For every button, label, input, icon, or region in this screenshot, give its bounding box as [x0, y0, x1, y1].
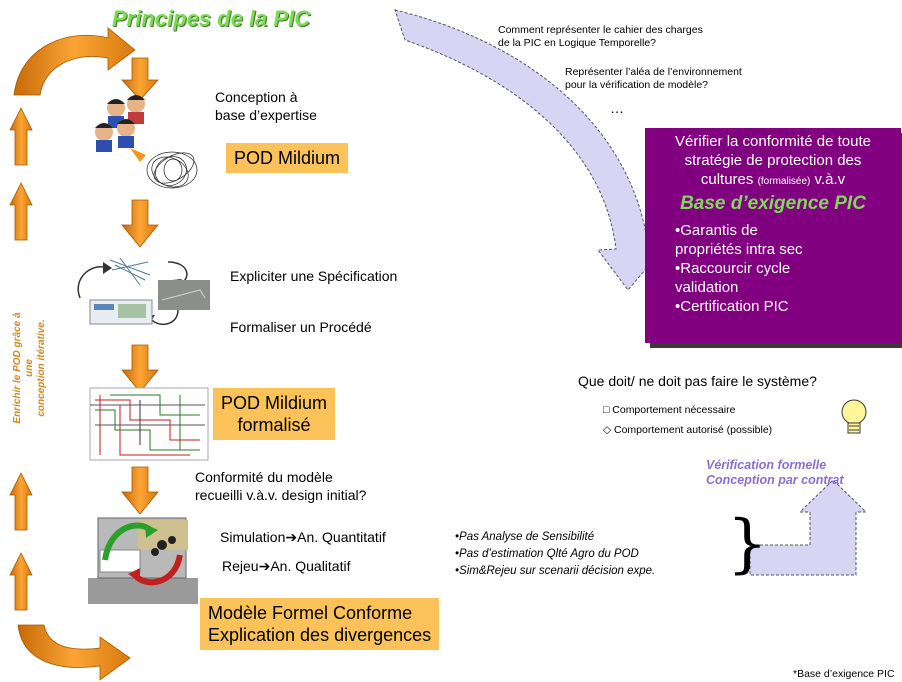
behaviour-necessary: □ Comportement nécessaire — [603, 404, 735, 417]
requirements-line3: cultures (formalisée) v.à.v — [645, 170, 901, 191]
curved-lavender-arrow — [394, 9, 670, 291]
bullet-item: •Certification PIC — [675, 298, 789, 315]
conformite-line2: recueilli v.à.v. design initial? — [195, 487, 367, 503]
verification-arrow — [749, 479, 868, 576]
verification-line2: Conception par contrat — [706, 473, 844, 487]
conformite-line1: Conformité du modèle — [195, 469, 333, 485]
expert-people-image — [95, 95, 146, 162]
verification-text: Vérification formelle Conception par con… — [706, 458, 844, 488]
analysis-bullet: •Pas Analyse de Sensibilité — [455, 531, 595, 543]
qualitatif-label: An. Qualitatif — [270, 558, 351, 574]
question-2: Représenter l’aléa de l’environnement po… — [565, 66, 742, 92]
bottom-curved-arrow — [17, 624, 131, 681]
side-label: Enrichir le POD grâce à une conception i… — [12, 308, 48, 428]
modele-conforme-box: Modèle Formel Conforme Explication des d… — [200, 598, 440, 650]
conforme-line2: Explication des divergences — [208, 625, 432, 645]
vav-text: v.à.v — [814, 171, 846, 188]
ellipsis: … — [610, 100, 624, 116]
formalisee-text: (formalisée) — [757, 176, 811, 187]
quantitatif-label: An. Quantitatif — [297, 529, 386, 545]
page-title: Principes de la PIC — [112, 6, 311, 31]
pod-formalise-line2: formalisé — [237, 415, 311, 435]
rejeu-text: Rejeu➔An. Qualitatif — [222, 557, 350, 575]
question-1-line2: de la PIC en Logique Temporelle? — [498, 37, 656, 49]
specification-images — [77, 257, 210, 326]
simulation-label: Simulation — [220, 529, 286, 545]
analysis-bullet: •Pas d’estimation Qlté Agro du POD — [455, 548, 639, 560]
formal-model-image — [89, 387, 209, 461]
curly-brace: } — [727, 507, 768, 581]
bullet-item: •Raccourcir cycle — [675, 260, 791, 277]
requirements-bullets: •Garantis de propriétés intra sec •Racco… — [675, 221, 901, 316]
analysis-bullet: •Sim&Rejeu sur scenarii décision expe. — [455, 565, 656, 577]
diamond-icon: ◇ — [603, 424, 612, 436]
analysis-bullets: •Pas Analyse de Sensibilité •Pas d’estim… — [455, 529, 655, 580]
question-1-line1: Comment représenter le cahier des charge… — [498, 24, 703, 36]
formaliser-text: Formaliser un Procédé — [230, 319, 372, 335]
right-arrow-icon: ➔ — [285, 529, 298, 545]
footnote: *Base d’exigence PIC — [793, 668, 895, 680]
simulation-image — [88, 517, 198, 604]
requirements-line1: Vérifier la conformité de toute — [675, 133, 871, 150]
square-icon: □ — [603, 404, 610, 416]
side-label-line2: conception itérative. — [36, 319, 47, 417]
bullet-item: •Garantis de — [675, 222, 758, 239]
conception-text: Conception à base d’expertise — [215, 88, 317, 124]
bullet-item: propriétés intra sec — [675, 241, 803, 258]
question-2-line2: pour la vérification de modèle? — [565, 79, 709, 91]
conception-line1: Conception à — [215, 89, 298, 105]
requirements-intro: Vérifier la conformité de toute stratégi… — [645, 132, 901, 191]
bullet-item: validation — [675, 279, 739, 296]
conception-line2: base d’expertise — [215, 107, 317, 123]
requirements-highlight: Base d’exigence PIC — [680, 193, 866, 214]
pod-mildium-box: POD Mildium — [226, 143, 349, 173]
requirements-line2: stratégie de protection des — [684, 152, 862, 169]
allowed-label: Comportement autorisé (possible) — [614, 424, 773, 436]
scribble-image — [146, 151, 198, 189]
expliciter-text: Expliciter une Spécification — [230, 268, 398, 284]
lightbulb-icon — [841, 399, 867, 434]
cultures-text: cultures — [700, 171, 754, 188]
conforme-line1: Modèle Formel Conforme — [208, 603, 413, 623]
top-curved-arrow — [13, 27, 136, 96]
question-2-line1: Représenter l’aléa de l’environnement — [565, 66, 742, 78]
conformite-text: Conformité du modèle recueilli v.à.v. de… — [195, 468, 366, 504]
question-1: Comment représenter le cahier des charge… — [498, 24, 703, 50]
down-arrows — [121, 57, 159, 515]
rejeu-label: Rejeu — [222, 558, 259, 574]
pod-formalise-line1: POD Mildium — [221, 393, 328, 413]
side-label-line1: Enrichir le POD grâce à une — [12, 312, 35, 424]
behaviour-allowed: ◇ Comportement autorisé (possible) — [603, 424, 772, 437]
simulation-text: Simulation➔An. Quantitatif — [220, 528, 386, 546]
left-up-arrows — [9, 107, 33, 611]
pod-formalise-box: POD Mildium formalisé — [213, 388, 336, 440]
verification-line1: Vérification formelle — [706, 458, 827, 472]
necessary-label: Comportement nécessaire — [612, 404, 736, 416]
right-arrow-icon: ➔ — [258, 558, 271, 574]
system-question: Que doit/ ne doit pas faire le système? — [578, 373, 817, 389]
requirements-box: Vérifier la conformité de toute stratégi… — [645, 128, 901, 343]
